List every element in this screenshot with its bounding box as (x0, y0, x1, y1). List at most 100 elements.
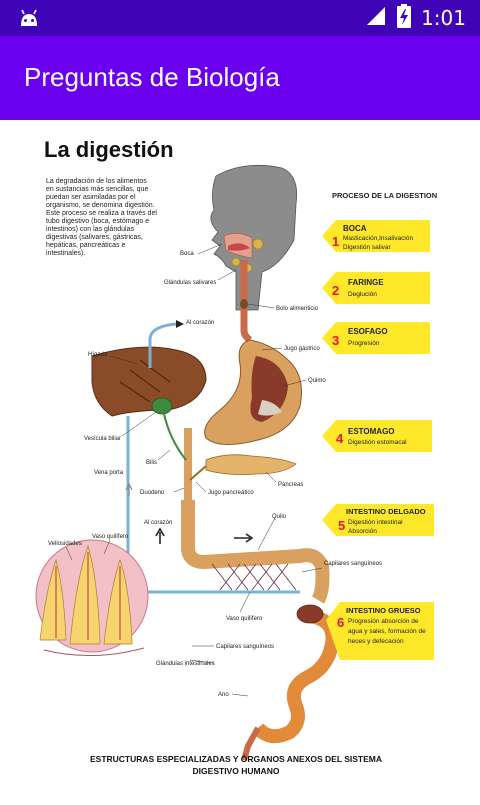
label-vena-porta: Vena porta (94, 470, 124, 476)
bile-duct (163, 413, 187, 461)
intro-line: hepáticas, pancreáticas e (46, 242, 125, 249)
intro-line: La degradación de los alimentos (46, 178, 147, 185)
step-arrow-4: 4 ESTOMAGO Digestión estomacal (322, 420, 432, 452)
label-vesicula: Vesícula biliar (84, 436, 121, 442)
intro-line: puedan ser asimiladas por el (46, 194, 136, 201)
label-jugo-gastrico: Jugo gástrico (284, 346, 320, 352)
label-ano: Ano (218, 692, 229, 698)
label-jugo-pancreatico: Jugo pancreático (208, 490, 254, 496)
tongue (228, 243, 250, 251)
label-duodeno: Duodeno (140, 490, 165, 496)
step-desc: heces y defecación (348, 638, 404, 645)
label-al-corazon-top: Al corazón (186, 320, 214, 326)
step-desc: Masticación,Insalivación (343, 235, 413, 242)
step-name: ESTOMAGO (348, 427, 395, 436)
app-title: Preguntas de Biología (24, 62, 280, 92)
label-higado: Hígado (88, 352, 108, 358)
salivary-gland (231, 257, 241, 267)
small-intestine (181, 500, 330, 604)
step-name: BOCA (343, 224, 367, 233)
label-quilo: Quilo (272, 514, 287, 520)
figure-title: La digestión (44, 137, 174, 162)
step-desc: Digestión salivar (343, 244, 392, 251)
food-bolus (240, 299, 248, 309)
caption-line: ESTRUCTURAS ESPECIALIZADAS Y ÓRGANOS ANE… (90, 753, 382, 764)
head-silhouette (210, 164, 298, 311)
step-desc: Progresión absorción de (348, 618, 419, 625)
label-al-corazon-bottom: Al corazón (144, 520, 172, 526)
liver (91, 346, 207, 417)
arrow-up-center (155, 527, 165, 544)
cecum (296, 604, 324, 624)
status-time: 1:01 (421, 6, 466, 30)
esophagus (240, 260, 253, 343)
step-desc: Digestión intestinal (348, 519, 403, 526)
caption-line: DIGESTIVO HUMANO (193, 766, 280, 776)
android-icon (18, 8, 40, 33)
villi-detail (35, 539, 149, 657)
intro-paragraph: La degradación de los alimentos en susta… (46, 178, 157, 257)
intro-line: en sustancias más sencillas, que (46, 186, 148, 193)
step-number: 1 (332, 234, 339, 249)
step-number: 5 (338, 518, 345, 533)
battery-charging-icon (397, 3, 412, 33)
content-area: La digestión La degradación de los alime… (0, 120, 480, 800)
chyle-arrow (234, 533, 254, 543)
large-intestine (252, 609, 340, 744)
gallbladder (151, 397, 173, 415)
label-capilares-bottom: Capilares sanguíneos (216, 644, 274, 650)
step-number: 6 (337, 615, 344, 630)
step-desc: Deglución (348, 291, 377, 298)
app-bar: Preguntas de Biología (0, 36, 480, 120)
label-boca: Boca (180, 251, 194, 257)
label-vaso-quilifero-bottom: Vaso quilífero (226, 616, 263, 622)
label-lines (65, 243, 323, 697)
intestine-capillaries (211, 563, 297, 591)
step-arrow-2: 2 FARINGE Deglución (322, 272, 430, 304)
intro-line: organismo, se denomina digestión. (46, 202, 155, 209)
step-name: FARINGE (348, 278, 384, 287)
arrow-up-left (125, 482, 133, 496)
process-header: PROCESO DE LA DIGESTION (332, 191, 437, 200)
intro-line: digestivas (salivares, gástricas, (46, 234, 143, 241)
step-arrow-1: BOCA 1 Masticación,Insalivación Digestió… (322, 220, 430, 252)
liver-vessels (119, 359, 171, 403)
rectum (241, 726, 261, 761)
step-number: 4 (336, 431, 344, 446)
label-bilis: Bilis (146, 460, 157, 466)
step-arrow-3: 3 ESOFAGO Progresión (322, 322, 430, 354)
intro-line: intestinales). (46, 250, 85, 257)
step-desc: Digestión estomacal (348, 439, 407, 446)
vein-to-heart (148, 322, 177, 368)
step-name: INTESTINO GRUESO (346, 606, 421, 615)
step-desc: Progresión (348, 340, 380, 347)
intro-line: tubo digestivo (boca, estómago e (46, 218, 149, 225)
signal-icon (365, 5, 387, 32)
label-glandulas-intestinales: Glándulas intestinales (156, 661, 215, 667)
arrow-to-heart-top (176, 320, 184, 328)
step-desc: agua y sales, formación de (348, 628, 426, 635)
intro-line: intestinos) con las glándulas (46, 226, 134, 233)
stomach-interior (250, 356, 288, 422)
label-quimo: Quimo (308, 378, 326, 384)
digestion-figure: La digestión La degradación de los alime… (35, 137, 437, 776)
pancreas (205, 454, 297, 475)
label-vaso-quilifero-left: Vaso quilífero (92, 534, 129, 540)
intro-line: Este proceso se realiza a través del (46, 210, 157, 217)
label-bolo: Bolo alimenticio (276, 306, 319, 312)
salivary-gland (252, 238, 264, 250)
step-desc: Absorción (348, 528, 377, 535)
label-vellosidades: Vellosidades (48, 541, 82, 547)
step-number: 3 (332, 333, 339, 348)
step-arrow-5: INTESTINO DELGADO 5 Digestión intestinal… (322, 504, 434, 536)
label-pancreas: Páncreas (278, 482, 303, 488)
label-glandulas-salivares: Glándulas salivares (164, 280, 216, 286)
pancreatic-duct (189, 465, 207, 481)
step-arrow-6: INTESTINO GRUESO 6 Progresión absorción … (326, 602, 434, 660)
step-name: INTESTINO DELGADO (346, 507, 426, 516)
label-capilares-right: Capilares sanguíneos (324, 561, 382, 567)
step-number: 2 (332, 283, 339, 298)
status-bar: 1:01 (0, 0, 480, 36)
stomach-contents (258, 400, 282, 416)
step-name: ESOFAGO (348, 327, 388, 336)
